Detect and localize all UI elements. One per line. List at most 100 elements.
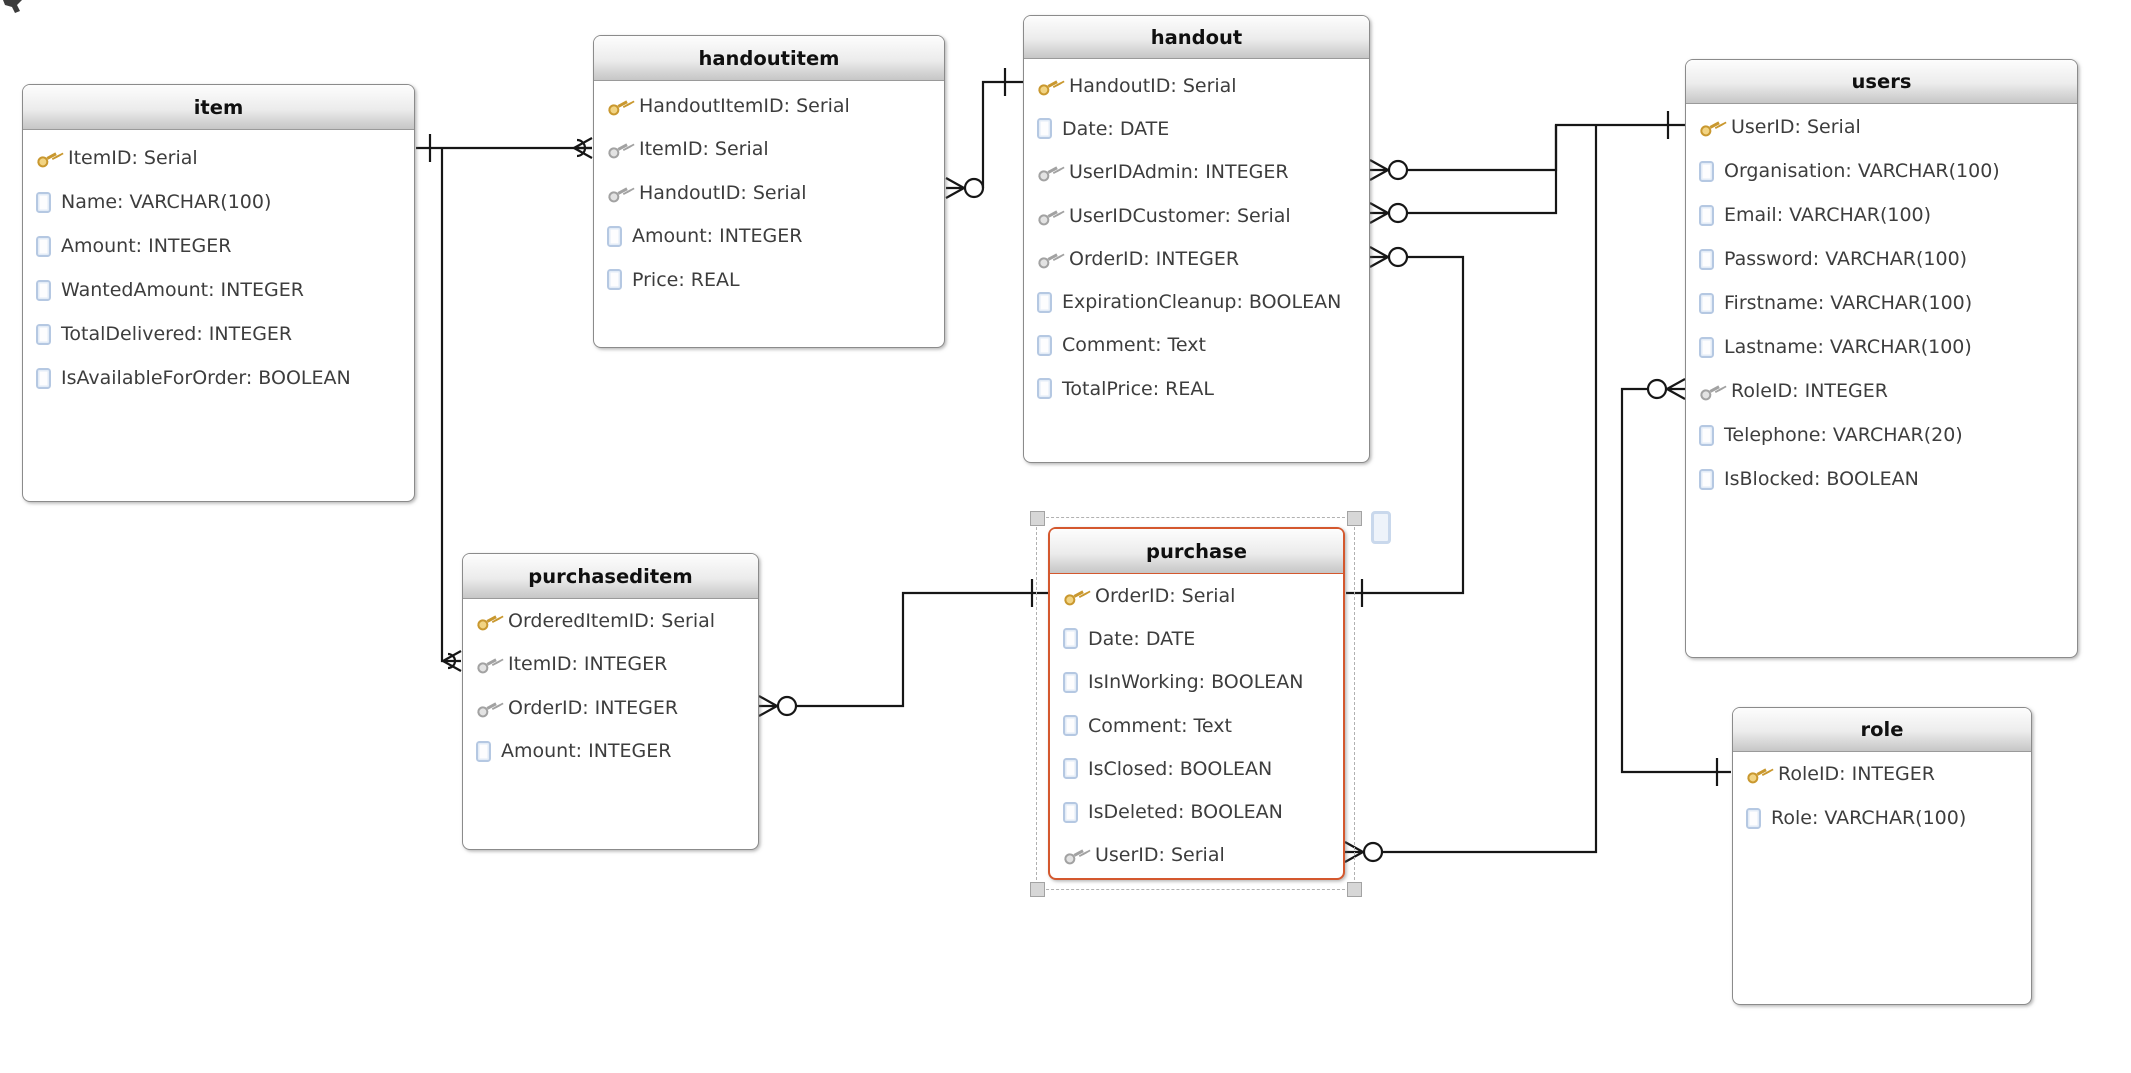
field-row[interactable]: IsDeleted: BOOLEAN — [1050, 790, 1343, 833]
relationship-handout-purchase[interactable] — [1346, 246, 1465, 607]
field-row[interactable]: OrderID: INTEGER — [463, 686, 758, 730]
table-role[interactable]: role RoleID: INTEGER Role: VARCHAR(100) — [1732, 707, 2032, 1005]
field-row[interactable]: Name: VARCHAR(100) — [23, 180, 414, 224]
column-icon — [476, 740, 491, 762]
field-row[interactable]: UserID: Serial — [1686, 105, 2077, 149]
field-row[interactable]: Date: DATE — [1024, 107, 1369, 150]
field-row[interactable]: Comment: Text — [1050, 704, 1343, 747]
field-row[interactable]: OrderID: Serial — [1050, 574, 1343, 617]
selection-handle-bottom-left[interactable] — [1030, 882, 1045, 897]
field-row[interactable]: HandoutID: Serial — [1024, 64, 1369, 107]
field-row[interactable]: TotalPrice: REAL — [1024, 367, 1369, 410]
selection-rectangle[interactable] — [1036, 517, 1355, 890]
foreign-key-icon — [474, 652, 501, 676]
table-title: purchase — [1146, 539, 1247, 563]
table-item[interactable]: item ItemID: Serial Name: VARCHAR(100) A… — [22, 84, 415, 502]
field-row[interactable]: Amount: INTEGER — [463, 730, 758, 774]
field-row[interactable]: Telephone: VARCHAR(20) — [1686, 413, 2077, 457]
field-row[interactable]: UserID: Serial — [1050, 834, 1343, 877]
field-row[interactable]: UserIDCustomer: Serial — [1024, 194, 1369, 237]
table-header[interactable]: users — [1686, 60, 2077, 104]
column-icon — [1037, 118, 1052, 140]
relationship-handoutitem-handout[interactable] — [945, 68, 1023, 199]
table-header[interactable]: handoutitem — [594, 36, 944, 81]
foreign-key-icon — [1035, 203, 1062, 227]
field-row[interactable]: Role: VARCHAR(100) — [1733, 796, 2031, 840]
field-row[interactable]: Lastname: VARCHAR(100) — [1686, 325, 2077, 369]
foreign-key-icon — [474, 696, 501, 720]
foreign-key-icon — [1697, 379, 1724, 403]
field-row[interactable]: RoleID: INTEGER — [1733, 752, 2031, 796]
field-label: Comment: Text — [1062, 334, 1206, 357]
table-header[interactable]: purchaseditem — [463, 554, 758, 599]
relationship-handout-users-customer[interactable] — [1369, 125, 1558, 224]
field-label: Date: DATE — [1062, 117, 1170, 140]
field-row[interactable]: Amount: INTEGER — [594, 215, 944, 259]
field-row[interactable]: OrderID: INTEGER — [1024, 237, 1369, 280]
field-row[interactable]: OrderedItemID: Serial — [463, 599, 758, 643]
column-icon — [1037, 291, 1052, 313]
field-label: ExpirationCleanup: BOOLEAN — [1062, 291, 1342, 314]
table-purchaseditem[interactable]: purchaseditem OrderedItemID: Serial Item… — [462, 553, 759, 850]
table-handoutitem[interactable]: handoutitem HandoutItemID: Serial ItemID… — [593, 35, 945, 348]
selection-handle-top-left[interactable] — [1030, 511, 1045, 526]
field-row[interactable]: ExpirationCleanup: BOOLEAN — [1024, 280, 1369, 323]
table-purchase[interactable]: purchase OrderID: Serial Date: DATE IsIn… — [1048, 527, 1345, 880]
field-row[interactable]: Date: DATE — [1050, 617, 1343, 660]
field-row[interactable]: ItemID: Serial — [23, 136, 414, 180]
table-header[interactable]: item — [23, 85, 414, 130]
field-row[interactable]: Firstname: VARCHAR(100) — [1686, 281, 2077, 325]
table-title: purchaseditem — [528, 564, 693, 588]
field-label: OrderedItemID: Serial — [508, 609, 716, 632]
table-users[interactable]: users UserID: Serial Organisation: VARCH… — [1685, 59, 2078, 658]
column-icon — [36, 323, 51, 345]
primary-key-icon — [474, 609, 501, 633]
field-label: OrderID: Serial — [1095, 584, 1236, 607]
field-row[interactable]: Organisation: VARCHAR(100) — [1686, 149, 2077, 193]
field-row[interactable]: RoleID: INTEGER — [1686, 369, 2077, 413]
field-label: ItemID: Serial — [639, 138, 769, 161]
primary-key-icon — [1035, 73, 1062, 97]
field-row[interactable]: Comment: Text — [1024, 324, 1369, 367]
field-row[interactable]: ItemID: INTEGER — [463, 643, 758, 687]
primary-key-icon — [34, 146, 61, 170]
field-row[interactable]: TotalDelivered: INTEGER — [23, 312, 414, 356]
selection-handle-bottom-right[interactable] — [1347, 882, 1362, 897]
field-row[interactable]: UserIDAdmin: INTEGER — [1024, 151, 1369, 194]
field-row[interactable]: IsClosed: BOOLEAN — [1050, 747, 1343, 790]
field-row[interactable]: HandoutItemID: Serial — [594, 84, 944, 128]
field-label: ItemID: INTEGER — [508, 653, 668, 676]
field-row[interactable]: IsInWorking: BOOLEAN — [1050, 661, 1343, 704]
relationship-purchaseditem-purchase[interactable] — [758, 579, 1048, 717]
field-row[interactable]: IsAvailableForOrder: BOOLEAN — [23, 356, 414, 400]
field-label: Price: REAL — [632, 268, 740, 291]
selection-handle-top-right[interactable] — [1347, 511, 1362, 526]
table-header[interactable]: role — [1733, 708, 2031, 752]
field-row[interactable]: Email: VARCHAR(100) — [1686, 193, 2077, 237]
table-title: handout — [1150, 25, 1243, 49]
column-icon — [607, 225, 622, 247]
table-header[interactable]: purchase — [1050, 529, 1343, 574]
relationship-handoutitem-item[interactable] — [416, 134, 593, 162]
field-label: IsBlocked: BOOLEAN — [1724, 468, 1919, 490]
field-label: HandoutID: Serial — [639, 181, 807, 204]
field-label: OrderID: INTEGER — [1069, 247, 1240, 270]
field-label: Firstname: VARCHAR(100) — [1724, 292, 1973, 314]
field-row[interactable]: IsBlocked: BOOLEAN — [1686, 457, 2077, 501]
field-label: Telephone: VARCHAR(20) — [1724, 424, 1963, 446]
field-row[interactable]: Price: REAL — [594, 258, 944, 302]
table-header[interactable]: handout — [1024, 16, 1369, 59]
relationship-purchaseditem-item[interactable] — [440, 148, 462, 672]
field-row[interactable]: WantedAmount: INTEGER — [23, 268, 414, 312]
field-row[interactable]: HandoutID: Serial — [594, 171, 944, 215]
relationship-users-role[interactable] — [1620, 378, 1731, 786]
field-row[interactable]: ItemID: Serial — [594, 128, 944, 172]
relationship-handout-users-admin[interactable] — [1369, 111, 1685, 181]
table-handout[interactable]: handout HandoutID: Serial Date: DATE Use… — [1023, 15, 1370, 463]
relationship-purchase-users[interactable] — [1344, 125, 1598, 863]
table-title: item — [193, 95, 244, 119]
field-row[interactable]: Password: VARCHAR(100) — [1686, 237, 2077, 281]
field-label: IsAvailableForOrder: BOOLEAN — [61, 367, 351, 389]
field-row[interactable]: Amount: INTEGER — [23, 224, 414, 268]
